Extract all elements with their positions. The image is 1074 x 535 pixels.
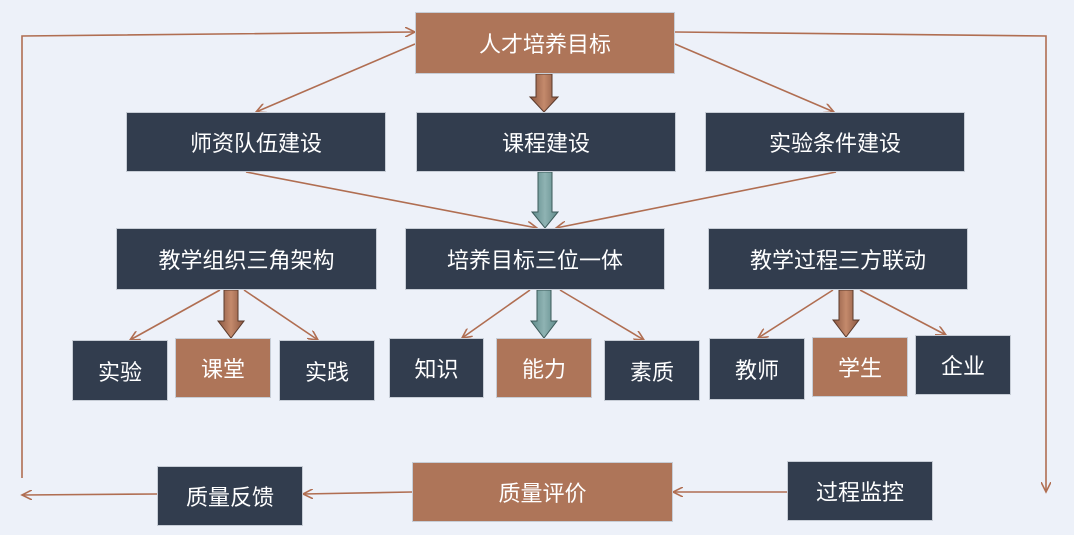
block-arrow-org-to-classroom (216, 289, 246, 339)
arrow-goal-to-quality (559, 289, 644, 340)
arrow-process-to-teacher (758, 289, 834, 338)
node-teaching-process: 教学过程三方联动 (708, 228, 968, 290)
arrow-teachers-to-center (245, 171, 537, 228)
node-quality-feedback: 质量反馈 (157, 466, 303, 526)
node-faculty-building: 师资队伍建设 (126, 112, 386, 172)
node-classroom: 课堂 (175, 338, 271, 398)
node-student: 学生 (812, 337, 908, 397)
block-arrow-process-to-student (831, 289, 861, 338)
node-teaching-organization: 教学组织三角架构 (116, 228, 377, 290)
node-knowledge: 知识 (389, 338, 484, 398)
node-teacher: 教师 (709, 338, 805, 400)
node-course-building: 课程建设 (416, 112, 676, 172)
loop-left-line (21, 32, 415, 478)
arrow-evaluate-to-feedback (303, 492, 413, 494)
node-practice: 实践 (279, 340, 375, 401)
node-ability: 能力 (496, 338, 592, 398)
node-experiment: 实验 (72, 340, 168, 401)
arrow-process-to-enterprise (859, 289, 946, 335)
block-arrow-top-to-course (528, 73, 560, 113)
arrow-org-to-practice (243, 289, 318, 340)
node-quality: 素质 (604, 340, 700, 401)
node-lab-building: 实验条件建设 (705, 112, 965, 172)
node-quality-evaluation: 质量评价 (412, 462, 673, 522)
node-process-monitoring: 过程监控 (787, 461, 933, 521)
arrow-goal-to-knowledge (462, 289, 531, 338)
block-arrow-course-to-goal (530, 171, 560, 229)
arrow-top-to-lab-conditions (674, 43, 834, 112)
arrow-feedback-to-left (22, 494, 158, 495)
node-talent-goal: 人才培养目标 (415, 12, 675, 74)
block-arrow-goal-to-ability (529, 289, 559, 339)
arrow-top-to-teachers (256, 43, 416, 112)
arrow-lab-to-center (556, 171, 837, 228)
node-enterprise: 企业 (915, 335, 1011, 395)
loop-right-line (674, 31, 1046, 492)
arrow-org-to-experiment (130, 289, 221, 340)
node-training-goal-trinity: 培养目标三位一体 (405, 228, 665, 290)
